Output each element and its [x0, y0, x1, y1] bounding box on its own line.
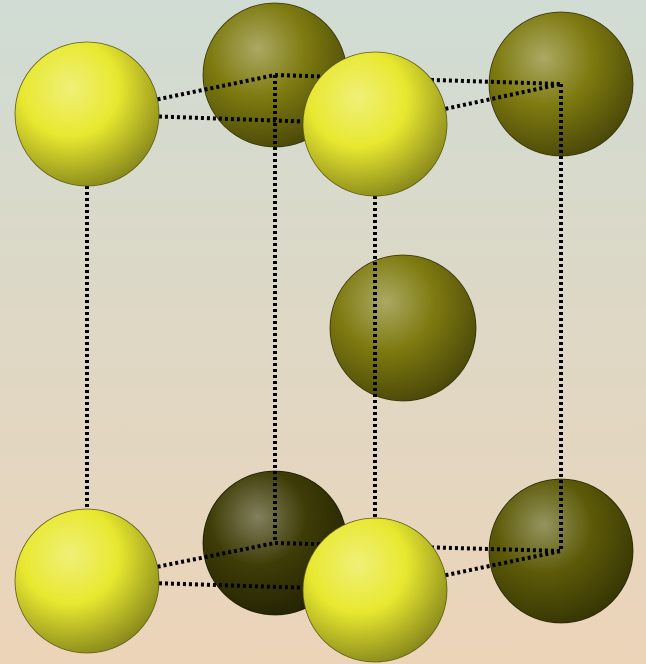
atom-front-top-left: [14, 41, 160, 187]
atom-front-top-right: [302, 51, 448, 197]
atom-back-bottom-right: [488, 478, 634, 624]
atom-front-bottom-right: [302, 517, 448, 663]
back-atom-layer: [202, 2, 634, 624]
front-atom-layer: [14, 41, 448, 663]
atom-front-bottom-left: [14, 508, 160, 654]
atom-center: [329, 254, 477, 402]
